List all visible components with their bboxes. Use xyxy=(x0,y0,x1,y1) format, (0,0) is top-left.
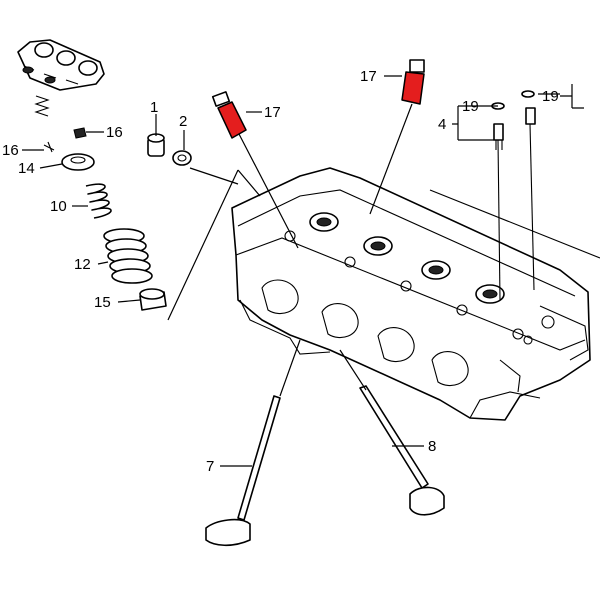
label-17-right: 17 xyxy=(360,68,377,85)
inner-valve-spring xyxy=(85,183,112,219)
valve-keeper-left xyxy=(43,141,55,153)
highlighted-part-17-left xyxy=(211,91,299,249)
label-12: 12 xyxy=(74,256,91,273)
label-7: 7 xyxy=(206,458,214,475)
guide-clip xyxy=(172,150,192,166)
cylinder-head xyxy=(231,167,591,421)
outline-edge xyxy=(429,189,600,259)
washer-19-right xyxy=(521,90,535,98)
label-2: 2 xyxy=(179,113,187,130)
highlighted-part-17-right xyxy=(369,59,425,215)
label-8: 8 xyxy=(428,438,436,455)
label-1: 1 xyxy=(150,99,158,116)
part-4-bolt-left xyxy=(493,123,504,301)
label-17-left: 17 xyxy=(264,104,281,121)
label-4: 4 xyxy=(438,116,446,133)
rocker-arm-assembly xyxy=(17,39,105,91)
exhaust-valve xyxy=(359,385,445,516)
label-16-left: 16 xyxy=(2,142,19,159)
label-10: 10 xyxy=(50,198,67,215)
label-19-left: 19 xyxy=(462,98,479,115)
outer-valve-spring xyxy=(103,228,153,284)
leader-lines xyxy=(22,75,584,467)
valve-guide xyxy=(147,133,165,157)
spring-retainer xyxy=(61,153,95,171)
valve-keeper-right xyxy=(73,127,87,139)
part-4-bolt-right xyxy=(525,107,536,291)
small-spring xyxy=(34,95,50,117)
valve-stem-seal xyxy=(139,288,167,311)
label-16-right: 16 xyxy=(106,124,123,141)
label-19-right: 19 xyxy=(542,88,559,105)
intake-valve xyxy=(205,395,281,547)
label-15: 15 xyxy=(94,294,111,311)
label-14: 14 xyxy=(18,160,35,177)
